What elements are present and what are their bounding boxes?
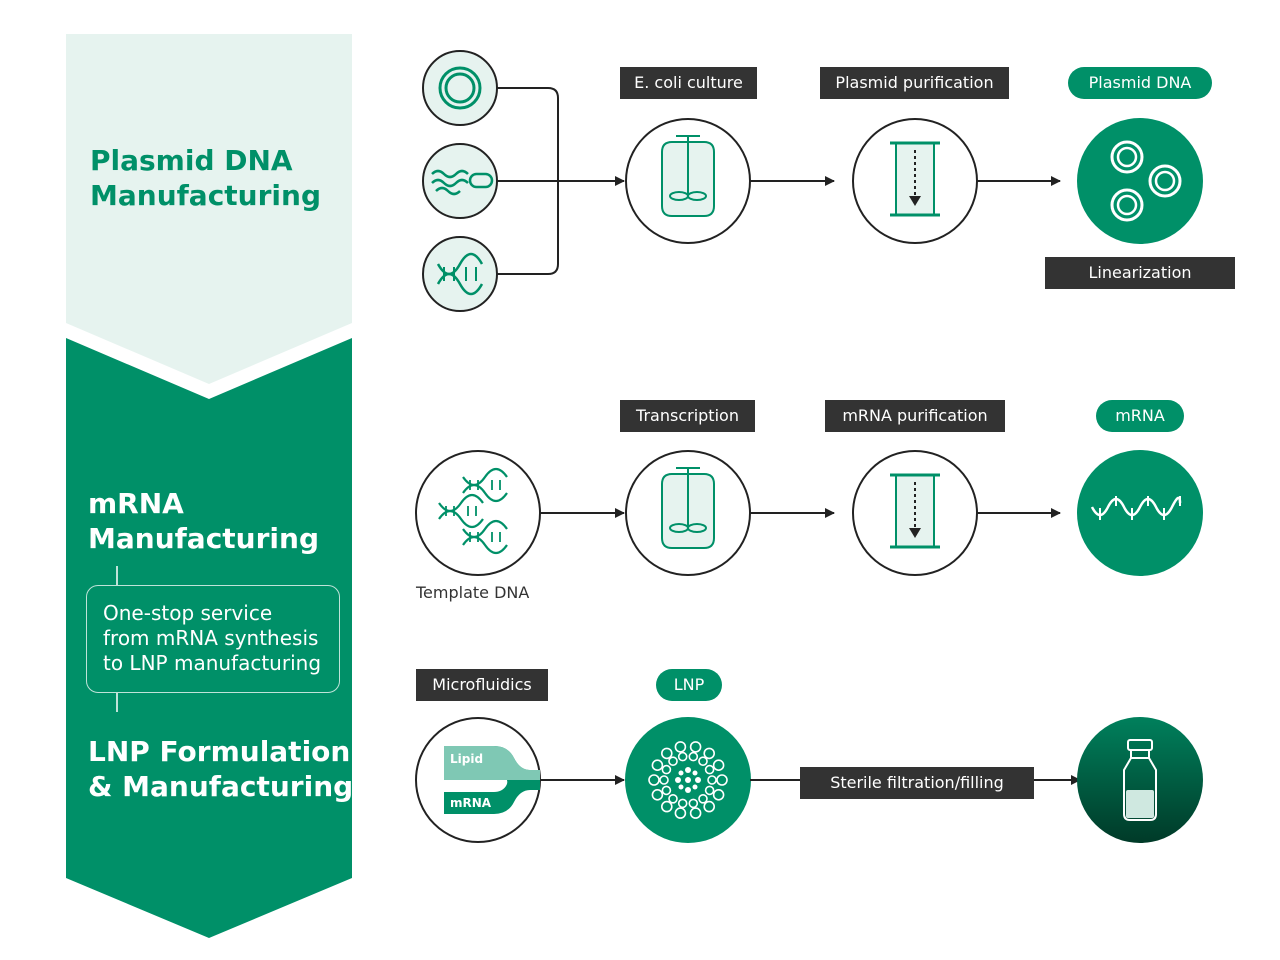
lipid-head [668, 793, 678, 804]
lipid-head [668, 756, 678, 767]
lipid-head [651, 759, 664, 772]
product-label-lnp: LNP [656, 669, 722, 701]
one-stop-service-note: One-stop service from mRNA synthesis to … [86, 585, 340, 693]
purification-column-icon [852, 118, 978, 244]
lipid-head [674, 807, 687, 819]
lipid-head [712, 788, 725, 801]
lipid-head [703, 800, 716, 813]
lipid-head [648, 774, 660, 786]
vial-icon [1077, 717, 1203, 843]
lipid-head [704, 785, 715, 796]
lipid-head [712, 759, 725, 772]
lipid-head [651, 788, 664, 801]
lipid-head [688, 751, 699, 762]
lipid-head [677, 751, 688, 762]
lipid-head [661, 785, 672, 796]
lipid-head [661, 764, 672, 775]
lipid-head [698, 793, 708, 804]
stage-title-plasmid: Plasmid DNA Manufacturing [90, 144, 321, 212]
lipid-head [677, 798, 688, 809]
lipid-head [716, 774, 728, 786]
note-connector [116, 693, 118, 712]
stage-band-mrna-lnp [66, 338, 352, 938]
bacterium-icon [422, 143, 498, 219]
template-dna-icon [415, 450, 541, 576]
lipid-head [660, 800, 673, 813]
mrna-input-label: mRNA [450, 796, 492, 810]
step-label-linearization: Linearization [1045, 257, 1235, 289]
lipid-head [689, 741, 702, 753]
microfluidic-mixer-icon: Lipid mRNA [415, 717, 541, 843]
lipid-label: Lipid [450, 752, 483, 766]
step-label-mrna-purification: mRNA purification [825, 400, 1005, 432]
note-connector [116, 566, 118, 585]
step-label-transcription: Transcription [620, 400, 755, 432]
lipid-head [674, 741, 687, 753]
merge-connector [497, 87, 625, 275]
step-label-microfluidics: Microfluidics [416, 669, 548, 701]
lipid-head [689, 807, 702, 819]
product-label-plasmid-dna: Plasmid DNA [1068, 67, 1212, 99]
lipid-head [704, 764, 715, 775]
template-dna-caption: Template DNA [416, 583, 530, 602]
step-label-sterile-filtration: Sterile filtration/filling [800, 767, 1034, 799]
stage-title-mrna: mRNA Manufacturing [88, 487, 319, 555]
bioreactor-icon [625, 450, 751, 576]
step-label-plasmid-purification: Plasmid purification [820, 67, 1009, 99]
circular-plasmid-icon [422, 50, 498, 126]
lipid-head [659, 775, 669, 785]
lipid-head [703, 747, 716, 760]
lipid-nanoparticle-icon [625, 717, 751, 843]
product-label-mrna: mRNA [1096, 400, 1184, 432]
plasmids-icon [1077, 118, 1203, 244]
bioreactor-icon [625, 118, 751, 244]
lipid-head [707, 775, 717, 785]
lipid-head [660, 747, 673, 760]
stage-band-plasmid [66, 34, 352, 384]
stage-title-lnp: LNP Formulation & Manufacturing [88, 735, 354, 803]
mrna-strand-icon [1077, 450, 1203, 576]
step-label-ecoli-culture: E. coli culture [620, 67, 757, 99]
dna-helix-icon [422, 236, 498, 312]
lipid-head [698, 756, 708, 767]
lipid-head [688, 798, 699, 809]
purification-column-icon [852, 450, 978, 576]
